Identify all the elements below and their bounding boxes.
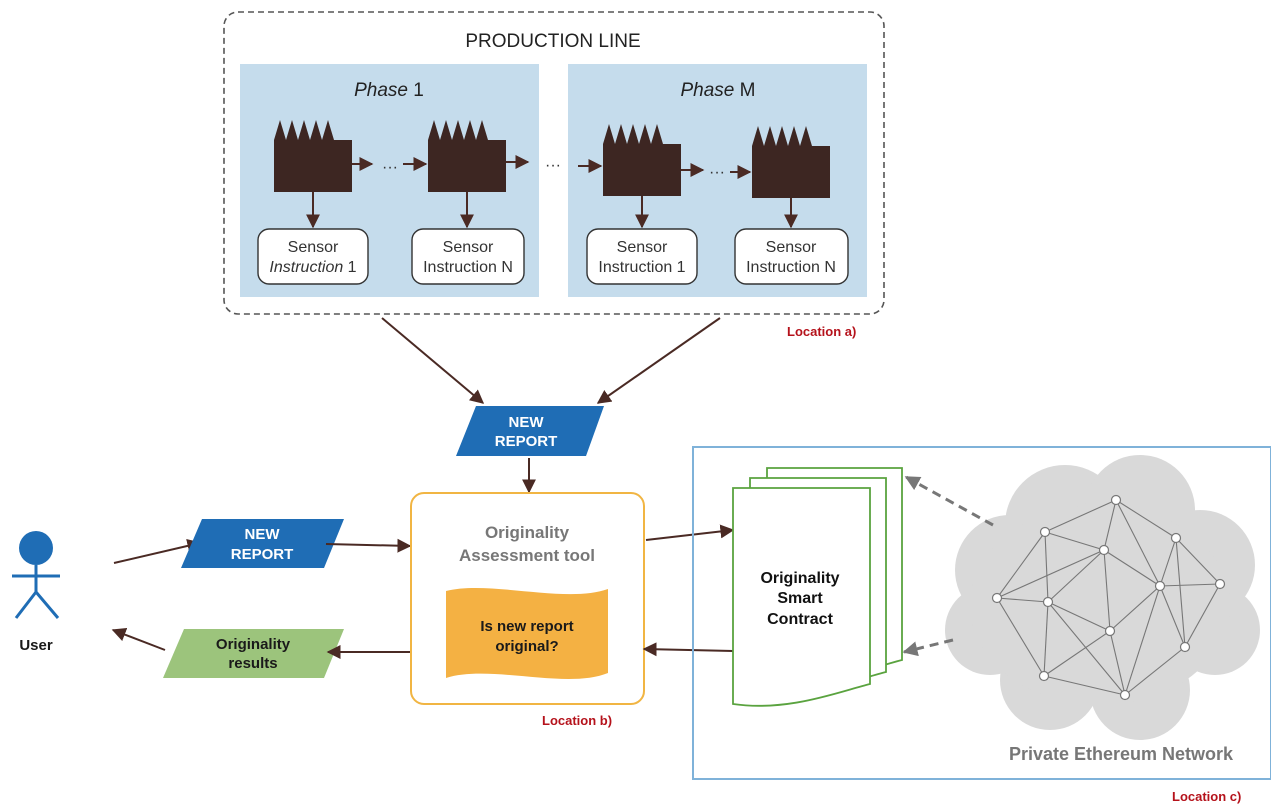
svg-text:REPORT: REPORT <box>231 546 294 563</box>
network-arrow <box>904 475 994 527</box>
assessment-tool-subtitle: Assessment tool <box>459 546 595 565</box>
svg-text:Instruction 1: Instruction 1 <box>269 259 356 276</box>
sensor-box: Sensor Instruction 1 <box>586 228 698 285</box>
smart-contract: Originality Smart Contract <box>732 467 903 707</box>
user-icon <box>12 531 60 619</box>
flow-arrow <box>596 317 721 404</box>
svg-text:REPORT: REPORT <box>495 433 558 450</box>
assessment-tool-title: Originality <box>485 523 570 542</box>
originality-results: Originality results <box>163 629 344 678</box>
production-line-border <box>223 11 885 315</box>
network-arrow <box>902 638 954 657</box>
assessment-tool: Originality Assessment tool Is new repor… <box>410 492 645 705</box>
network-graph <box>996 499 1221 696</box>
production-line: PRODUCTION LINE Phase 1 Phase M ··· ··· … <box>223 11 885 339</box>
svg-text:Sensor: Sensor <box>288 239 339 256</box>
new-report-top: NEW REPORT <box>456 406 604 456</box>
ellipsis: ··· <box>382 159 398 176</box>
network-label: Private Ethereum Network <box>1009 744 1234 764</box>
flow-arrow <box>111 627 166 651</box>
svg-text:Originality: Originality <box>216 636 291 653</box>
svg-text:Sensor: Sensor <box>766 239 817 256</box>
sensor-box: Sensor Instruction N <box>734 228 849 285</box>
ellipsis: ··· <box>545 157 561 174</box>
svg-text:Instruction 1: Instruction 1 <box>598 259 685 276</box>
new-report-user: NEW REPORT <box>181 519 344 568</box>
svg-text:Sensor: Sensor <box>443 239 494 256</box>
svg-text:Instruction N: Instruction N <box>423 259 513 276</box>
ellipsis: ··· <box>709 164 725 181</box>
location-b-label: Location b) <box>542 713 612 728</box>
flow-arrow <box>113 539 202 564</box>
user-label: User <box>19 637 53 654</box>
svg-text:results: results <box>228 655 277 672</box>
flow-arrow <box>325 538 412 553</box>
flow-arrow <box>381 317 485 404</box>
svg-text:Instruction N: Instruction N <box>746 259 836 276</box>
sensor-box: Sensor Instruction N <box>411 228 525 285</box>
cloud-shape <box>945 455 1260 740</box>
svg-text:NEW: NEW <box>509 414 545 431</box>
location-a-label: Location a) <box>787 324 856 339</box>
ethereum-network: Originality Smart Contract Private Ether… <box>692 446 1271 780</box>
flow-arrow <box>645 524 735 541</box>
question-shape <box>446 588 608 680</box>
location-c-label: Location c) <box>1172 789 1241 804</box>
svg-text:NEW: NEW <box>245 526 281 543</box>
sensor-box: Sensor Instruction 1 <box>257 228 369 285</box>
svg-text:Originality: Originality <box>760 570 839 587</box>
svg-text:Smart: Smart <box>777 590 823 607</box>
phase-1-label: Phase 1 <box>354 80 424 101</box>
phase-m-label: Phase M <box>681 80 756 101</box>
svg-text:Contract: Contract <box>767 611 833 628</box>
flow-arrow <box>642 642 734 657</box>
network-nodes <box>991 494 1226 701</box>
network-border <box>692 446 1271 780</box>
svg-text:Is new report: Is new report <box>480 618 573 635</box>
svg-text:original?: original? <box>495 638 558 655</box>
svg-text:Sensor: Sensor <box>617 239 668 256</box>
production-line-title: PRODUCTION LINE <box>465 31 640 52</box>
